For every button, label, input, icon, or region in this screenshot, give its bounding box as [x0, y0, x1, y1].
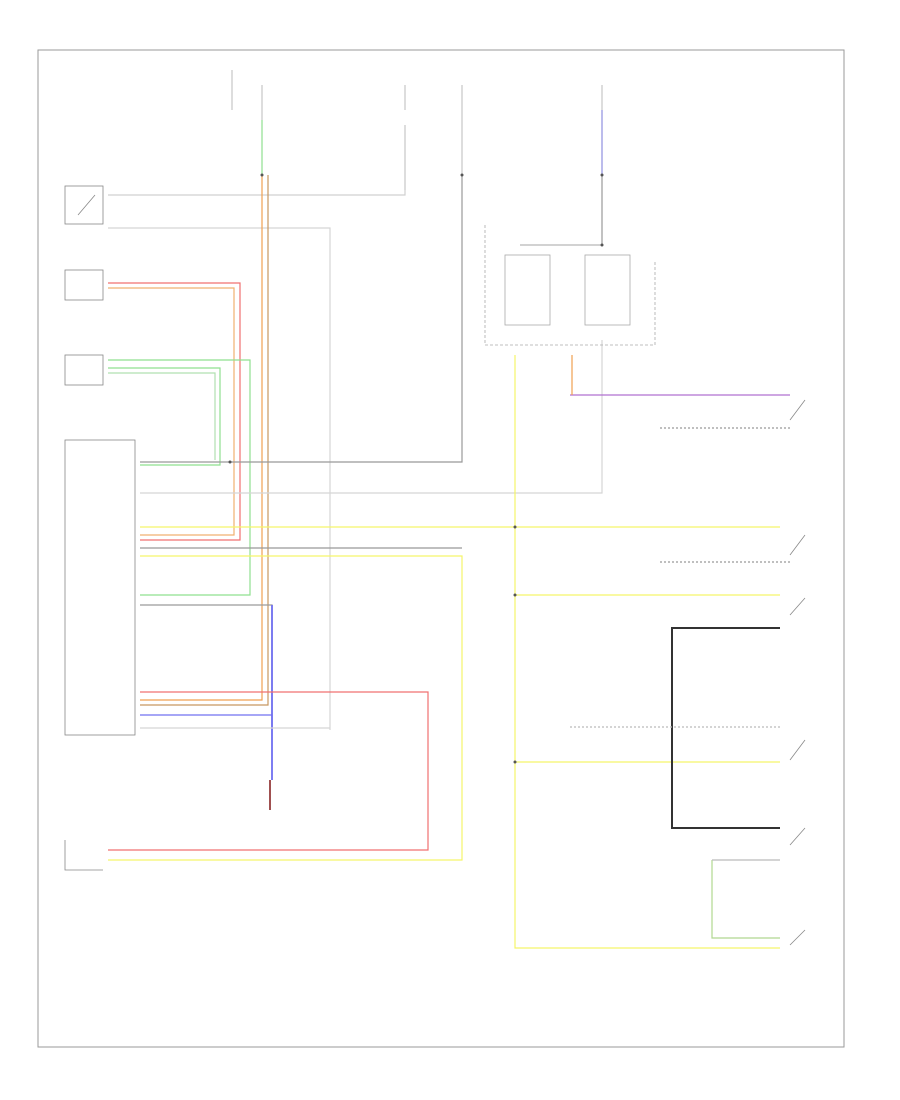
left-components [64, 185, 136, 871]
wire-green-2 [108, 367, 221, 466]
wire-green-right [711, 860, 780, 939]
relay-box-outline [484, 225, 656, 346]
relay-box [484, 225, 656, 346]
control-module [64, 439, 136, 736]
wire-white-3 [140, 340, 603, 494]
junction-dots [228, 173, 604, 764]
relay-right [584, 254, 631, 326]
wire-green-1 [108, 359, 251, 596]
module-box-2 [64, 354, 104, 386]
wire-orange-2 [140, 175, 269, 706]
wire-red-1 [108, 282, 241, 541]
wire-orange-3 [108, 287, 235, 536]
wire-green-3 [108, 372, 216, 460]
wire-black-loop [671, 627, 780, 829]
wire-gray-3 [140, 604, 273, 730]
switch-box [64, 185, 104, 225]
wires [108, 110, 790, 949]
right-switches [789, 399, 806, 946]
wire-gray-mid [140, 175, 463, 463]
module-box-1 [64, 269, 104, 301]
diagram-border [37, 49, 845, 1048]
wire-white-2 [108, 227, 331, 730]
wire-orange-vertical [140, 175, 263, 701]
wire-red-2 [108, 691, 429, 851]
wire-yellow-2 [108, 555, 463, 861]
wire-yellow-right-vertical [514, 355, 780, 949]
lower-component [64, 840, 103, 871]
top-fuses [231, 70, 603, 190]
relay-left [504, 254, 551, 326]
wire-white-top [108, 190, 406, 196]
